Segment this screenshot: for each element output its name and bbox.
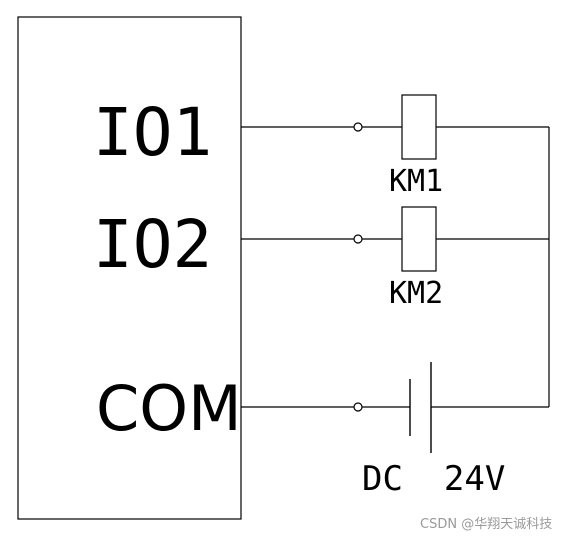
- relay-coil-km1: [401, 94, 437, 160]
- relay-label-km1: KM1: [389, 164, 443, 199]
- port-label-io2: IO2: [93, 206, 212, 283]
- power-source-label: DC 24V: [362, 459, 505, 499]
- controller-box: [17, 16, 242, 520]
- watermark-text: CSDN @华翔天诚科技: [420, 517, 552, 532]
- com-terminal: [353, 402, 363, 412]
- port-label-io1: IO1: [93, 94, 212, 171]
- io1-terminal: [353, 122, 363, 132]
- relay-label-km2: KM2: [389, 276, 443, 311]
- io2-terminal: [353, 234, 363, 244]
- port-label-com: COM: [96, 372, 242, 445]
- relay-coil-km2: [401, 206, 437, 272]
